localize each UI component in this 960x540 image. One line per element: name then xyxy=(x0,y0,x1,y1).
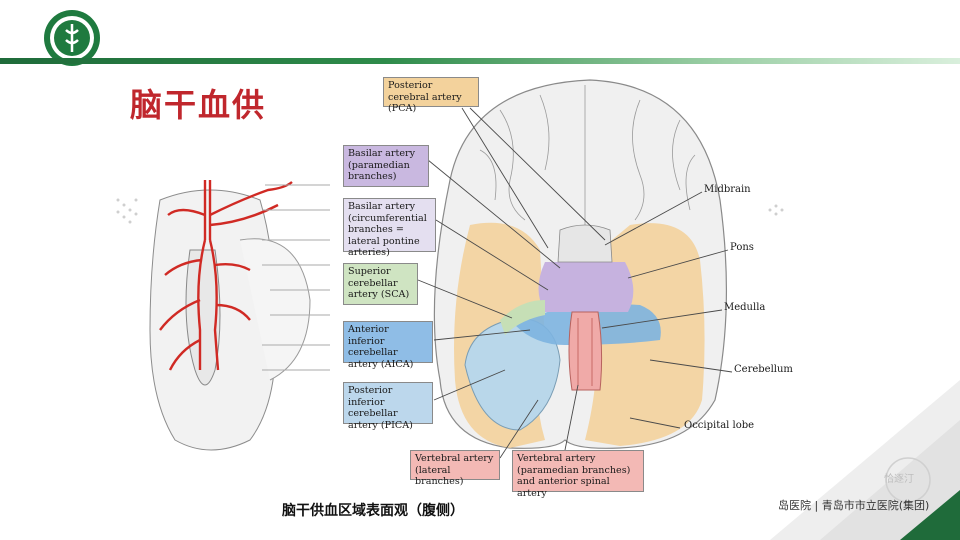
label-cerebellum: Cerebellum xyxy=(734,364,793,375)
figure-caption: 脑干供血区域表面观（腹侧） xyxy=(282,503,464,519)
label-occipital-lobe: Occipital lobe xyxy=(684,420,755,431)
corner-decoration xyxy=(770,380,960,540)
dot-pattern-right xyxy=(768,204,784,216)
leader-lines xyxy=(417,107,733,459)
label-medulla: Medulla xyxy=(724,302,766,313)
label-vertebral-lateral: Vertebral artery (lateral branches) xyxy=(410,450,500,487)
label-posterior-inferior-cerebellar-artery: Posterior inferior cerebellar artery (PI… xyxy=(343,382,433,431)
dot-pattern-left xyxy=(116,198,138,224)
label-basilar-circumferential: Basilar artery (circumferential branches… xyxy=(343,198,436,258)
watermark: 恰逐汀 xyxy=(884,474,914,485)
slide-title: 脑干血供 xyxy=(130,86,267,124)
hospital-name: 岛医院 | 青岛市市立医院(集团) xyxy=(778,499,930,512)
label-vertebral-paramedian: Vertebral artery (paramedian branches) a… xyxy=(512,450,644,499)
label-superior-cerebellar-artery: Superior cerebellar artery (SCA) xyxy=(343,263,418,305)
header-bar xyxy=(0,58,960,64)
label-posterior-cerebral-artery: Posterior cerebral artery (PCA) xyxy=(383,77,479,114)
hospital-logo-icon xyxy=(44,10,100,66)
label-basilar-paramedian: Basilar artery (paramedian branches) xyxy=(343,145,429,187)
arterial-sketch xyxy=(149,180,330,451)
label-anterior-inferior-cerebellar-artery: Anterior inferior cerebellar artery (AIC… xyxy=(343,321,433,370)
label-midbrain: Midbrain xyxy=(704,184,751,195)
ventral-brain-illustration xyxy=(433,79,727,449)
label-pons: Pons xyxy=(730,242,754,253)
